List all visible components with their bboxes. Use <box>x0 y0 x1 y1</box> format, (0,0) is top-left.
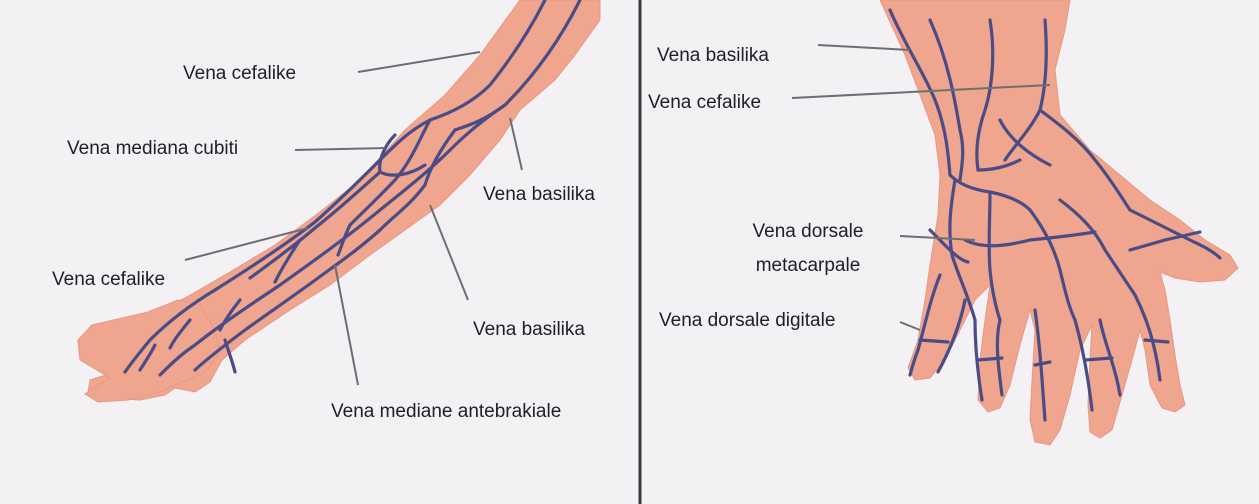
label-vena-basilika-hand: Vena basilika <box>657 44 769 67</box>
label-vena-mediana-cubiti: Vena mediana cubiti <box>67 137 238 160</box>
label-metacarpale: metacarpale <box>738 254 878 277</box>
label-vena-dorsale-digitale: Vena dorsale digitale <box>659 309 835 332</box>
label-vena-dorsale: Vena dorsale <box>738 220 878 243</box>
label-vena-mediane-antebrakiale: Vena mediane antebrakiale <box>331 400 561 423</box>
hand-skin <box>880 0 1238 445</box>
label-vena-cefalike-hand: Vena cefalike <box>648 91 761 114</box>
label-vena-cefalike-lower: Vena cefalike <box>52 268 165 291</box>
label-vena-basilika-lower: Vena basilika <box>473 318 585 341</box>
label-vena-basilika-upper: Vena basilika <box>483 183 595 206</box>
label-vena-cefalike-upper: Vena cefalike <box>183 62 296 85</box>
